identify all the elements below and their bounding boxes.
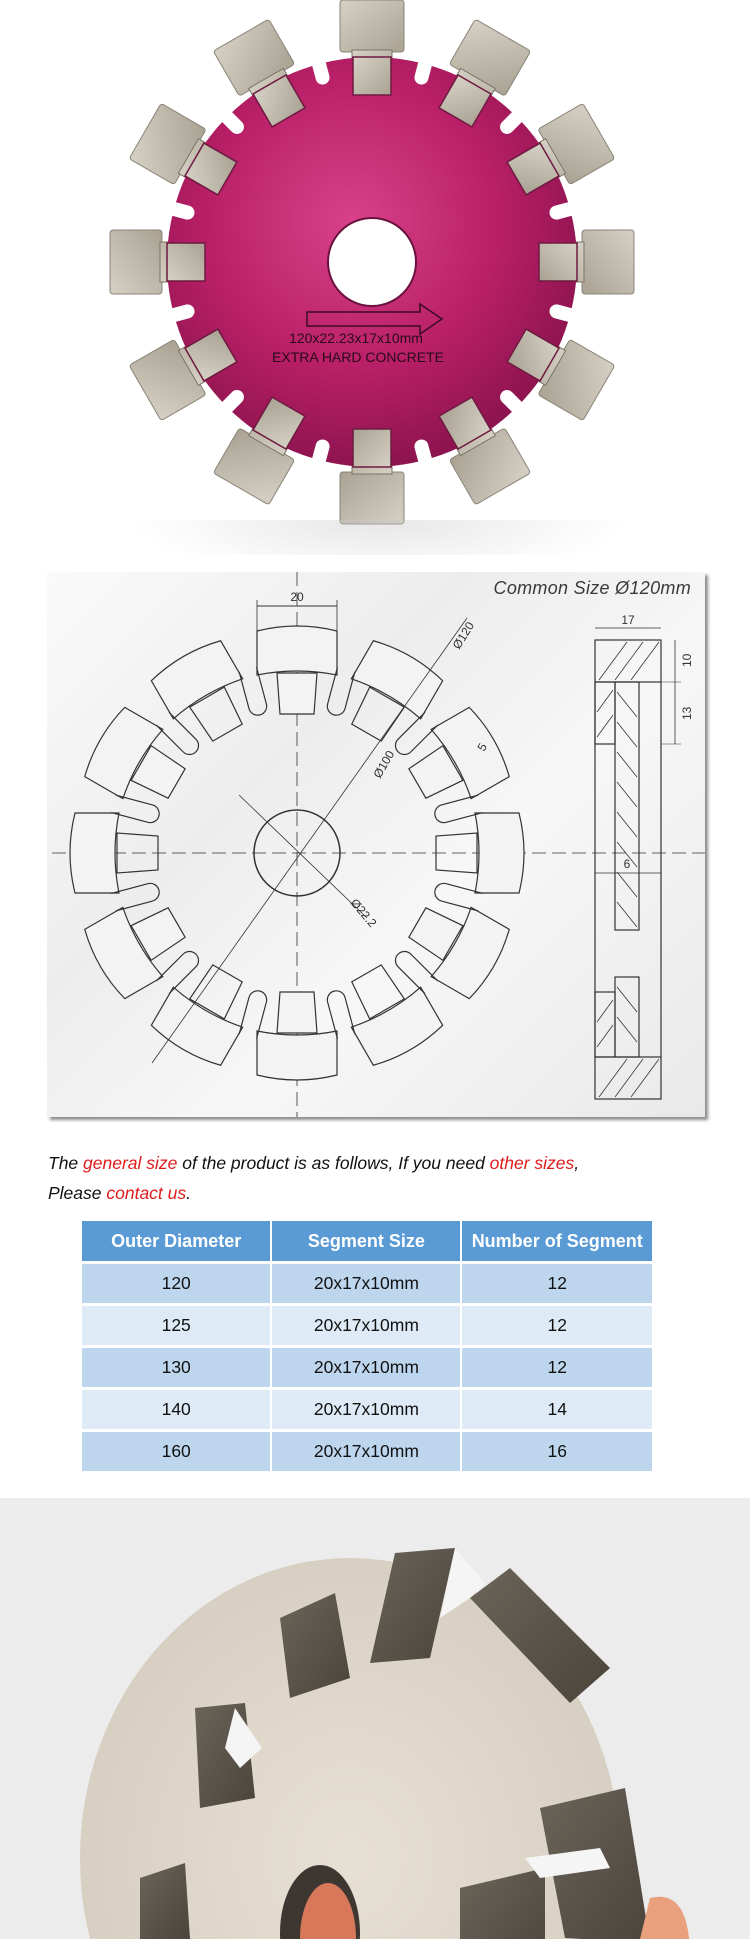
col-header-number-of-segment: Number of Segment (462, 1221, 652, 1261)
table-row: 140 20x17x10mm 14 (82, 1390, 652, 1429)
col-header-outer-diameter: Outer Diameter (82, 1221, 271, 1261)
intro-text: The (48, 1153, 84, 1173)
table-row: 125 20x17x10mm 12 (82, 1306, 652, 1345)
dim-segment-lower: 13 (680, 706, 694, 720)
table-row: 160 20x17x10mm 16 (82, 1432, 652, 1471)
dim-core-thickness: 6 (624, 857, 631, 871)
cell-number-of-segment: 16 (462, 1432, 652, 1471)
highlight-other-sizes: other sizes (489, 1153, 575, 1173)
col-header-segment-size: Segment Size (272, 1221, 461, 1261)
blade-marking-material: EXTRA HARD CONCRETE (272, 349, 444, 365)
cell-outer-diameter: 130 (82, 1348, 271, 1387)
cell-number-of-segment: 12 (462, 1306, 652, 1345)
contact-us-link[interactable]: contact us (106, 1183, 187, 1203)
cell-segment-size: 20x17x10mm (272, 1432, 461, 1471)
intro-text: of the product is as follows, If you nee… (177, 1153, 490, 1173)
cell-number-of-segment: 14 (462, 1390, 652, 1429)
technical-drawing: 20 Ø120 Ø100 Ø22.2 5 17 10 13 6 Common S… (47, 572, 705, 1117)
cell-outer-diameter: 120 (82, 1264, 271, 1303)
blade-dimension-drawing: 20 Ø120 Ø100 Ø22.2 5 17 10 13 6 (52, 572, 705, 1117)
cell-outer-diameter: 160 (82, 1432, 271, 1471)
dim-outer-diameter: Ø120 (450, 619, 478, 652)
cell-outer-diameter: 125 (82, 1306, 271, 1345)
size-intro-text: The general size of the product is as fo… (48, 1148, 708, 1208)
table-header-row: Outer Diameter Segment Size Number of Se… (82, 1221, 652, 1261)
dim-bore: Ø22.2 (348, 896, 380, 930)
blade-reflection (130, 520, 630, 555)
blade-marking-size: 120x22.23x17x10mm (289, 330, 423, 346)
table-row: 120 20x17x10mm 12 (82, 1264, 652, 1303)
intro-text: , (574, 1153, 580, 1173)
cell-segment-size: 20x17x10mm (272, 1264, 461, 1303)
product-photo-white-blade (0, 1498, 750, 1939)
dim-inner-diameter: Ø100 (370, 748, 397, 781)
dim-segment-top: 10 (680, 653, 694, 667)
saw-blade-illustration: 120x22.23x17x10mm EXTRA HARD CONCRETE (109, 0, 635, 525)
cell-number-of-segment: 12 (462, 1348, 652, 1387)
cell-segment-size: 20x17x10mm (272, 1348, 461, 1387)
cell-outer-diameter: 140 (82, 1390, 271, 1429)
dim-segment-width: 20 (290, 590, 304, 604)
cell-number-of-segment: 12 (462, 1264, 652, 1303)
cell-segment-size: 20x17x10mm (272, 1390, 461, 1429)
white-blade-illustration (80, 1548, 690, 1939)
size-spec-table: Outer Diameter Segment Size Number of Se… (80, 1218, 654, 1474)
drawing-title: Common Size Ø120mm (493, 578, 691, 598)
table-row: 130 20x17x10mm 12 (82, 1348, 652, 1387)
product-photo-pink-blade: 120x22.23x17x10mm EXTRA HARD CONCRETE (0, 0, 750, 555)
cell-segment-size: 20x17x10mm (272, 1306, 461, 1345)
dim-segment-height: 17 (621, 613, 635, 627)
highlight-general-size: general size (83, 1153, 178, 1173)
intro-text: Please (48, 1183, 107, 1203)
intro-text: . (186, 1183, 192, 1203)
